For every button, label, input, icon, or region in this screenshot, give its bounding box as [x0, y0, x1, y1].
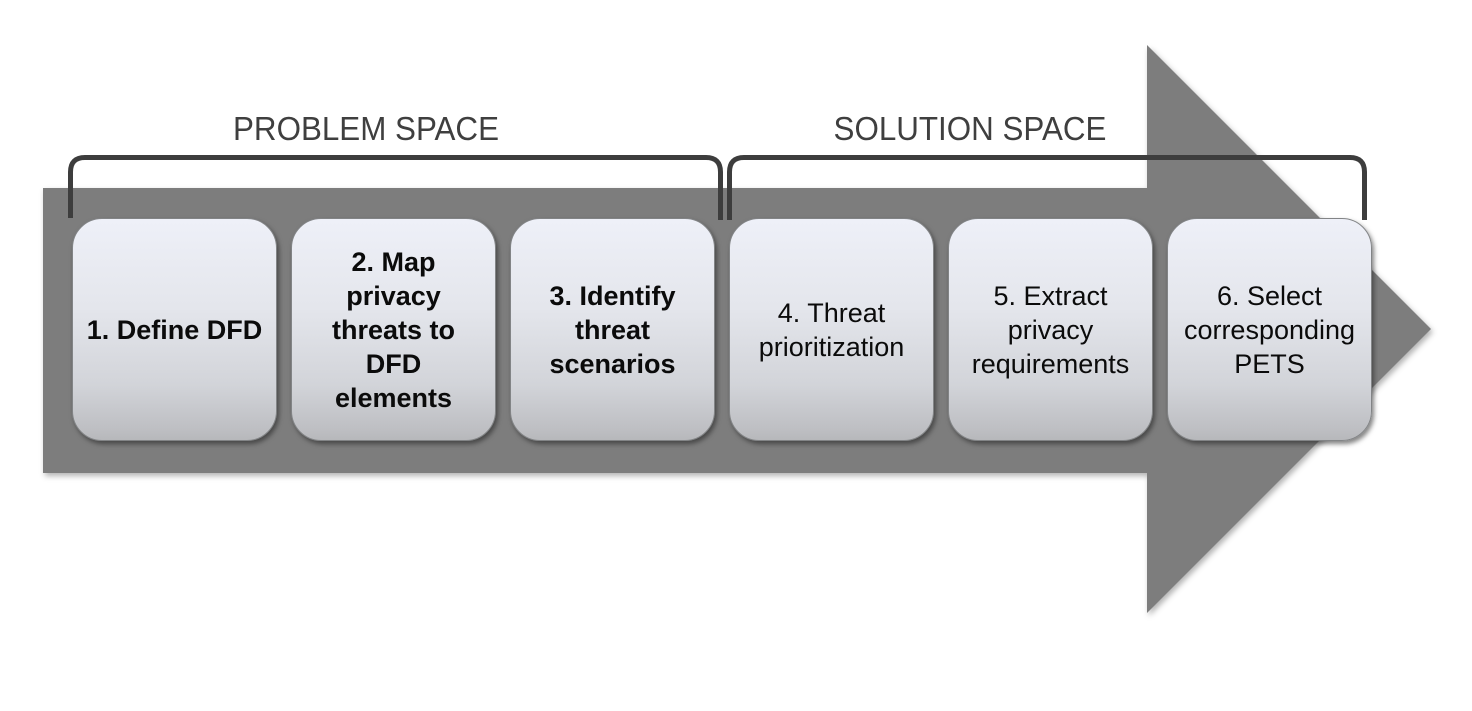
solution-space-bracket — [727, 155, 1367, 220]
problem-space-bracket — [68, 155, 723, 220]
solution-space-label: SOLUTION SPACE — [833, 110, 1107, 147]
step-6-select-corresponding-pets: 6. Select corresponding PETS — [1167, 218, 1372, 441]
step-1-define-dfd: 1. Define DFD — [72, 218, 277, 441]
problem-space-label: PROBLEM SPACE — [233, 110, 499, 147]
step-1-label: 1. Define DFD — [86, 314, 263, 345]
step-4-threat-prioritization: 4. Threat prioritization — [729, 218, 934, 441]
step-5-label: 5. Extract privacy requirements — [971, 280, 1130, 379]
step-2-label: 2. Map privacy threats to DFD elements — [331, 246, 456, 413]
step-3-label: 3. Identify threat scenarios — [549, 280, 676, 379]
step-5-extract-privacy-requirements: 5. Extract privacy requirements — [948, 218, 1153, 441]
step-2-map-privacy-threats: 2. Map privacy threats to DFD elements — [291, 218, 496, 441]
step-4-label: 4. Threat prioritization — [758, 297, 905, 362]
step-3-identify-threat-scenarios: 3. Identify threat scenarios — [510, 218, 715, 441]
step-6-label: 6. Select corresponding PETS — [1183, 280, 1356, 379]
